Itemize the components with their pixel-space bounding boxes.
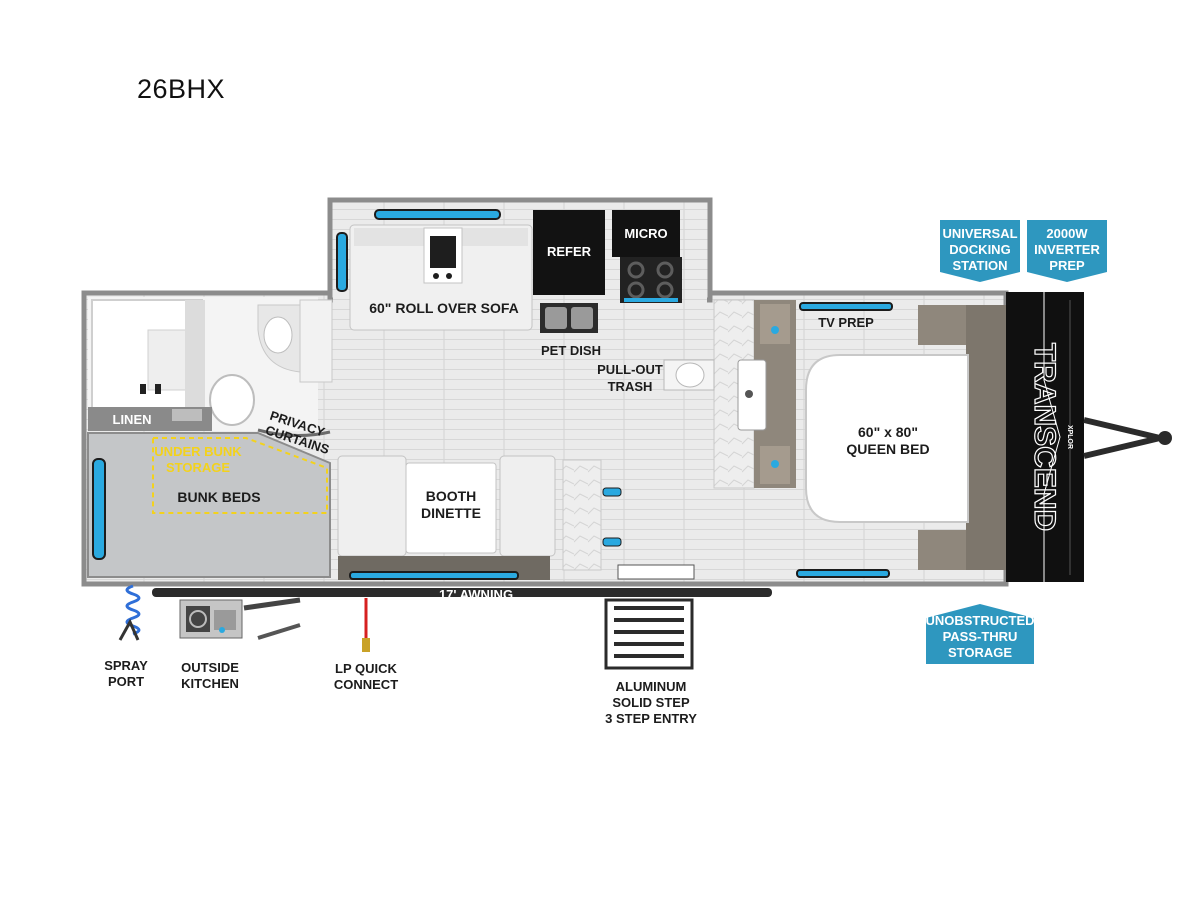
dinette-table [405, 462, 497, 554]
stove [620, 257, 682, 303]
aluminum-step-label-1: ALUMINUM [616, 679, 687, 694]
brand-label: TRANSCEND [1028, 343, 1061, 531]
pet-dish-label: PET DISH [541, 343, 601, 358]
slide-led-light [374, 209, 501, 220]
outside-kitchen-label-1: OUTSIDE [181, 660, 239, 675]
shower-valve-icon [140, 384, 146, 394]
spray-port-label-2: PORT [108, 674, 144, 689]
booth-dinette-label-2: DINETTE [421, 505, 481, 521]
badge-storage-line-3: STORAGE [948, 645, 1012, 660]
spray-port-icon [118, 584, 141, 641]
bathroom: LINEN [88, 297, 333, 431]
bunk-beds-label: BUNK BEDS [177, 489, 260, 505]
queen-bed-size-label: 60" x 80" [858, 424, 918, 440]
badge-docking-line-3: STATION [952, 258, 1007, 273]
dinette-bench-right [499, 455, 556, 557]
badge-docking-line-1: UNIVERSAL [942, 226, 1017, 241]
front-cap: TRANSCEND XPLOR [1006, 292, 1172, 582]
aluminum-step-label-2: SOLID STEP [612, 695, 690, 710]
badge-storage-line-2: PASS-THRU [943, 629, 1018, 644]
slide-side-led [336, 232, 348, 292]
lp-quick-connect-icon [362, 598, 370, 652]
toilet-icon [209, 374, 255, 426]
queen-bed-label: QUEEN BED [846, 441, 929, 457]
badge-inverter-prep: 2000W INVERTER PREP [1027, 220, 1107, 282]
hitch-coupler-icon [1158, 431, 1172, 445]
queen-bed [805, 354, 969, 523]
tv-prep-label: TV PREP [818, 315, 874, 330]
badge-docking-station: UNIVERSAL DOCKING STATION [940, 220, 1020, 282]
burner-icons [624, 261, 678, 302]
headboard [966, 305, 1006, 570]
bedroom-led [796, 569, 890, 578]
badge-pass-thru-storage: UNOBSTRUCTED PASS-THRU STORAGE [925, 604, 1035, 664]
outside-kitchen-label-2: KITCHEN [181, 676, 239, 691]
exterior: 17' AWNING SPRAY PORT OUTSIDE KITCHEN LP… [104, 584, 772, 726]
outside-kitchen-icon [179, 597, 301, 640]
under-bunk-storage-label-1: UNDER BUNK [154, 444, 242, 459]
kitchen-island: PULL-OUT TRASH [597, 299, 796, 489]
pull-out-trash-label-1: PULL-OUT [597, 362, 663, 377]
entry-hook-icon [602, 487, 622, 497]
bedroom: TV PREP 60" x 80" QUEEN BED [796, 302, 1006, 578]
model-name: 26BHX [137, 74, 226, 104]
lp-quick-connect-label-1: LP QUICK [335, 661, 397, 676]
brand-small-label: XPLOR [1066, 425, 1073, 449]
badge-inverter-line-1: 2000W [1046, 226, 1088, 241]
microwave [612, 210, 680, 257]
under-bunk-storage-outline [152, 437, 328, 514]
bunk-led-light [92, 458, 106, 560]
dinette: BOOTH DINETTE [337, 455, 695, 580]
lp-quick-connect-label-2: CONNECT [334, 677, 398, 692]
bunk-beds [87, 432, 331, 578]
badge-storage-line-1: UNOBSTRUCTED [925, 613, 1034, 628]
nightstand-bottom [918, 530, 972, 570]
tv-prep-led [799, 302, 893, 311]
dinette-bench-left [337, 455, 407, 557]
bunk-area: UNDER BUNK STORAGE BUNK BEDS PRIVACY CUR… [87, 408, 331, 578]
badge-inverter-line-3: PREP [1049, 258, 1085, 273]
badge-inverter-line-2: INVERTER [1034, 242, 1100, 257]
booth-dinette-label-1: BOOTH [426, 488, 477, 504]
hitch-tongue [1083, 417, 1161, 459]
slide-out: 60" ROLL OVER SOFA REFER MICRO PET DISH [336, 209, 682, 358]
badge-docking-line-2: DOCKING [949, 242, 1010, 257]
toilet-cabinet [299, 299, 333, 383]
nightstand-top [918, 305, 972, 345]
awning-bar [152, 588, 772, 597]
entry-steps-icon [604, 598, 694, 670]
under-bunk-storage-label-2: STORAGE [166, 460, 230, 475]
spray-port-label-1: SPRAY [104, 658, 148, 673]
roll-over-sofa-label: 60" ROLL OVER SOFA [369, 300, 519, 316]
entry-counter [562, 459, 602, 571]
entry-mat [617, 564, 695, 580]
awning-label: 17' AWNING [439, 587, 513, 602]
linen-label: LINEN [113, 412, 152, 427]
refer-label: REFER [547, 244, 592, 259]
aluminum-step-label-3: 3 STEP ENTRY [605, 711, 697, 726]
front-cap-shape [1006, 292, 1084, 582]
pull-out-trash-label-2: TRASH [608, 379, 653, 394]
dinette-led [349, 571, 519, 580]
micro-label: MICRO [624, 226, 667, 241]
refrigerator [533, 210, 605, 295]
privacy-curtain [257, 428, 331, 438]
